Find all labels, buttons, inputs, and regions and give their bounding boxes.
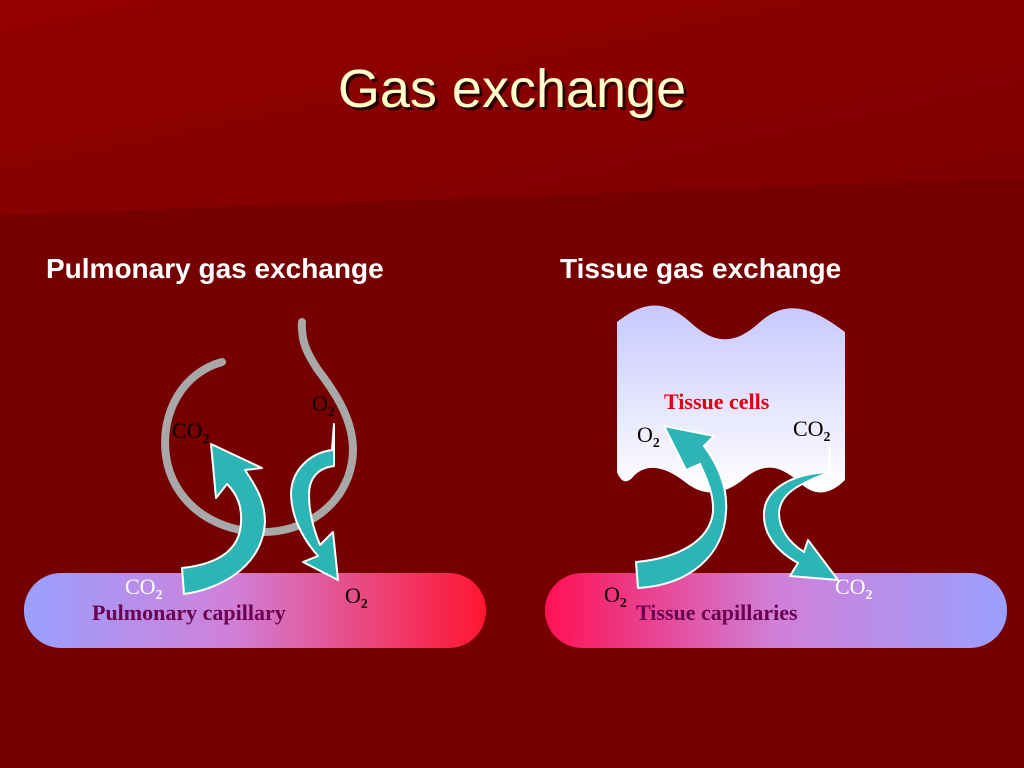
label-o2-alveolus: O2 — [312, 391, 335, 419]
slide-title: Gas exchange — [337, 59, 687, 119]
label-o2-capillary-tissue: O2 — [604, 582, 627, 610]
alveolus-membrane — [161, 318, 357, 537]
co2-arrow-tissue — [762, 445, 839, 581]
co2-arrow-pulmonary — [181, 443, 266, 595]
tissue-capillaries — [545, 573, 1007, 648]
background-band — [0, 0, 1024, 215]
label-co2-tissue: CO2 — [793, 416, 831, 444]
label-co2-capillary-tissue: CO2 — [835, 574, 873, 602]
pulmonary-heading: Pulmonary gas exchange — [46, 253, 384, 284]
tissue-heading: Tissue gas exchange — [560, 253, 842, 284]
label-o2-capillary-pulmonary: O2 — [345, 583, 368, 611]
o2-arrow-pulmonary — [290, 423, 339, 581]
label-co2-capillary-pulmonary: CO2 — [125, 574, 163, 602]
tissue-capillaries-label: Tissue capillaries — [636, 600, 798, 625]
label-o2-tissue: O2 — [637, 422, 660, 450]
pulmonary-capillary — [24, 573, 486, 648]
label-co2-alveolus: CO2 — [172, 418, 210, 446]
pulmonary-capillary-label: Pulmonary capillary — [92, 600, 286, 625]
o2-arrow-tissue — [635, 425, 728, 589]
tissue-cells-label: Tissue cells — [664, 389, 770, 414]
